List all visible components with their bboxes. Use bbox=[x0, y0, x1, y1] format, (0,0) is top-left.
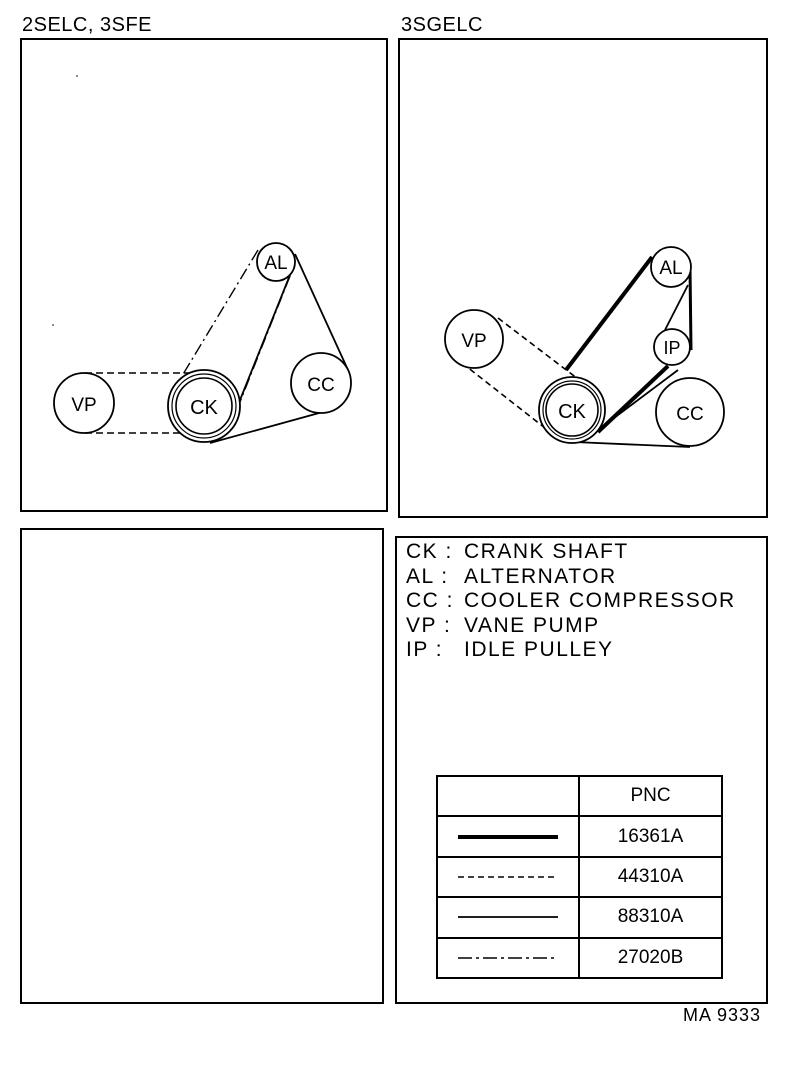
line-sample-solid bbox=[436, 896, 580, 939]
pnc-table-header-row: PNC bbox=[436, 774, 723, 818]
legend-code: VP : bbox=[406, 613, 452, 637]
pnc-code: 88310A bbox=[578, 896, 723, 939]
pulley-cc-right bbox=[655, 377, 725, 447]
pnc-table-row: 27020B bbox=[436, 936, 723, 980]
pulley-ck-left-inner bbox=[175, 377, 233, 435]
line-sample-thick-solid bbox=[436, 815, 580, 858]
belt-al-ck-thick bbox=[564, 255, 654, 372]
belt-al-ip-thin bbox=[664, 284, 689, 331]
legend-row: VP : VANE PUMP bbox=[406, 614, 736, 639]
pulley-label-vp: VP bbox=[461, 331, 486, 352]
pulley-label-al: AL bbox=[264, 253, 287, 274]
legend-name: ALTERNATOR bbox=[464, 564, 617, 588]
pulley-label-cc: CC bbox=[676, 404, 703, 425]
pulley-label-ck: CK bbox=[190, 397, 218, 419]
pnc-table: PNC 16361A 44310A 88310A 27020B bbox=[436, 774, 723, 980]
pulley-legend: CK : CRANK SHAFT AL : ALTERNATOR CC : CO… bbox=[406, 540, 736, 663]
pulley-label-al: AL bbox=[659, 258, 682, 279]
heading-left-engine: 2SELC, 3SFE bbox=[22, 14, 153, 36]
belt-ck-al-inner bbox=[239, 269, 293, 401]
pnc-table-header: PNC bbox=[578, 774, 723, 818]
pnc-table-row: 88310A bbox=[436, 896, 723, 939]
pulley-label-ip: IP bbox=[663, 338, 680, 358]
legend-code: AL : bbox=[406, 564, 449, 588]
belt-ck-cc-top bbox=[597, 369, 679, 431]
pulley-ck-right-ring bbox=[542, 380, 602, 440]
belt-cc-ck bbox=[209, 409, 331, 444]
legend-name: VANE PUMP bbox=[464, 613, 600, 637]
legend-code: IP : bbox=[406, 638, 444, 661]
line-sample-dash-dot bbox=[436, 936, 580, 980]
pulley-ip-right bbox=[653, 328, 691, 366]
legend-name: IDLE PULLEY bbox=[464, 638, 614, 661]
pnc-code: 27020B bbox=[578, 936, 723, 980]
pnc-table-row: 44310A bbox=[436, 855, 723, 899]
belt-al-ck-left bbox=[181, 249, 259, 377]
pnc-table-row: 16361A bbox=[436, 815, 723, 858]
pnc-code: 44310A bbox=[578, 855, 723, 899]
legend-row: AL : ALTERNATOR bbox=[406, 565, 736, 590]
pulley-vp-right bbox=[444, 309, 504, 369]
pulley-al-left bbox=[256, 242, 296, 282]
drawing-code: MA 9333 bbox=[683, 1005, 762, 1025]
heading-right-engine: 3SGELC bbox=[401, 14, 483, 36]
legend-name: COOLER COMPRESSOR bbox=[464, 589, 736, 612]
pnc-code: 16361A bbox=[578, 815, 723, 858]
legend-name: CRANK SHAFT bbox=[464, 540, 629, 563]
pulley-ck-left-ring bbox=[171, 373, 237, 439]
speck-mark bbox=[76, 75, 78, 77]
belt-al-cc bbox=[294, 253, 349, 371]
panel-empty bbox=[20, 528, 384, 1004]
belt-al-ip-right bbox=[688, 267, 693, 351]
pulley-label-vp: VP bbox=[71, 395, 96, 416]
speck-mark bbox=[52, 324, 54, 326]
pulley-al-right bbox=[650, 246, 692, 288]
legend-code: CK : bbox=[406, 540, 453, 563]
pulley-ck-right-inner bbox=[545, 383, 599, 437]
belt-vp-ck-top bbox=[497, 317, 583, 383]
legend-row: CC : COOLER COMPRESSOR bbox=[406, 589, 736, 614]
pnc-table-header-blank bbox=[436, 774, 580, 818]
pulley-label-cc: CC bbox=[307, 375, 334, 396]
legend-code: CC : bbox=[406, 589, 454, 612]
legend-row: IP : IDLE PULLEY bbox=[406, 638, 736, 663]
belt-ck-cc-bottom bbox=[573, 441, 691, 448]
line-sample-dashed bbox=[436, 855, 580, 899]
belt-vp-ck-bottom bbox=[461, 362, 546, 429]
pulley-label-ck: CK bbox=[558, 401, 586, 423]
pulley-vp-left bbox=[53, 372, 115, 434]
pulley-cc-left bbox=[290, 352, 352, 414]
legend-row: CK : CRANK SHAFT bbox=[406, 540, 736, 565]
